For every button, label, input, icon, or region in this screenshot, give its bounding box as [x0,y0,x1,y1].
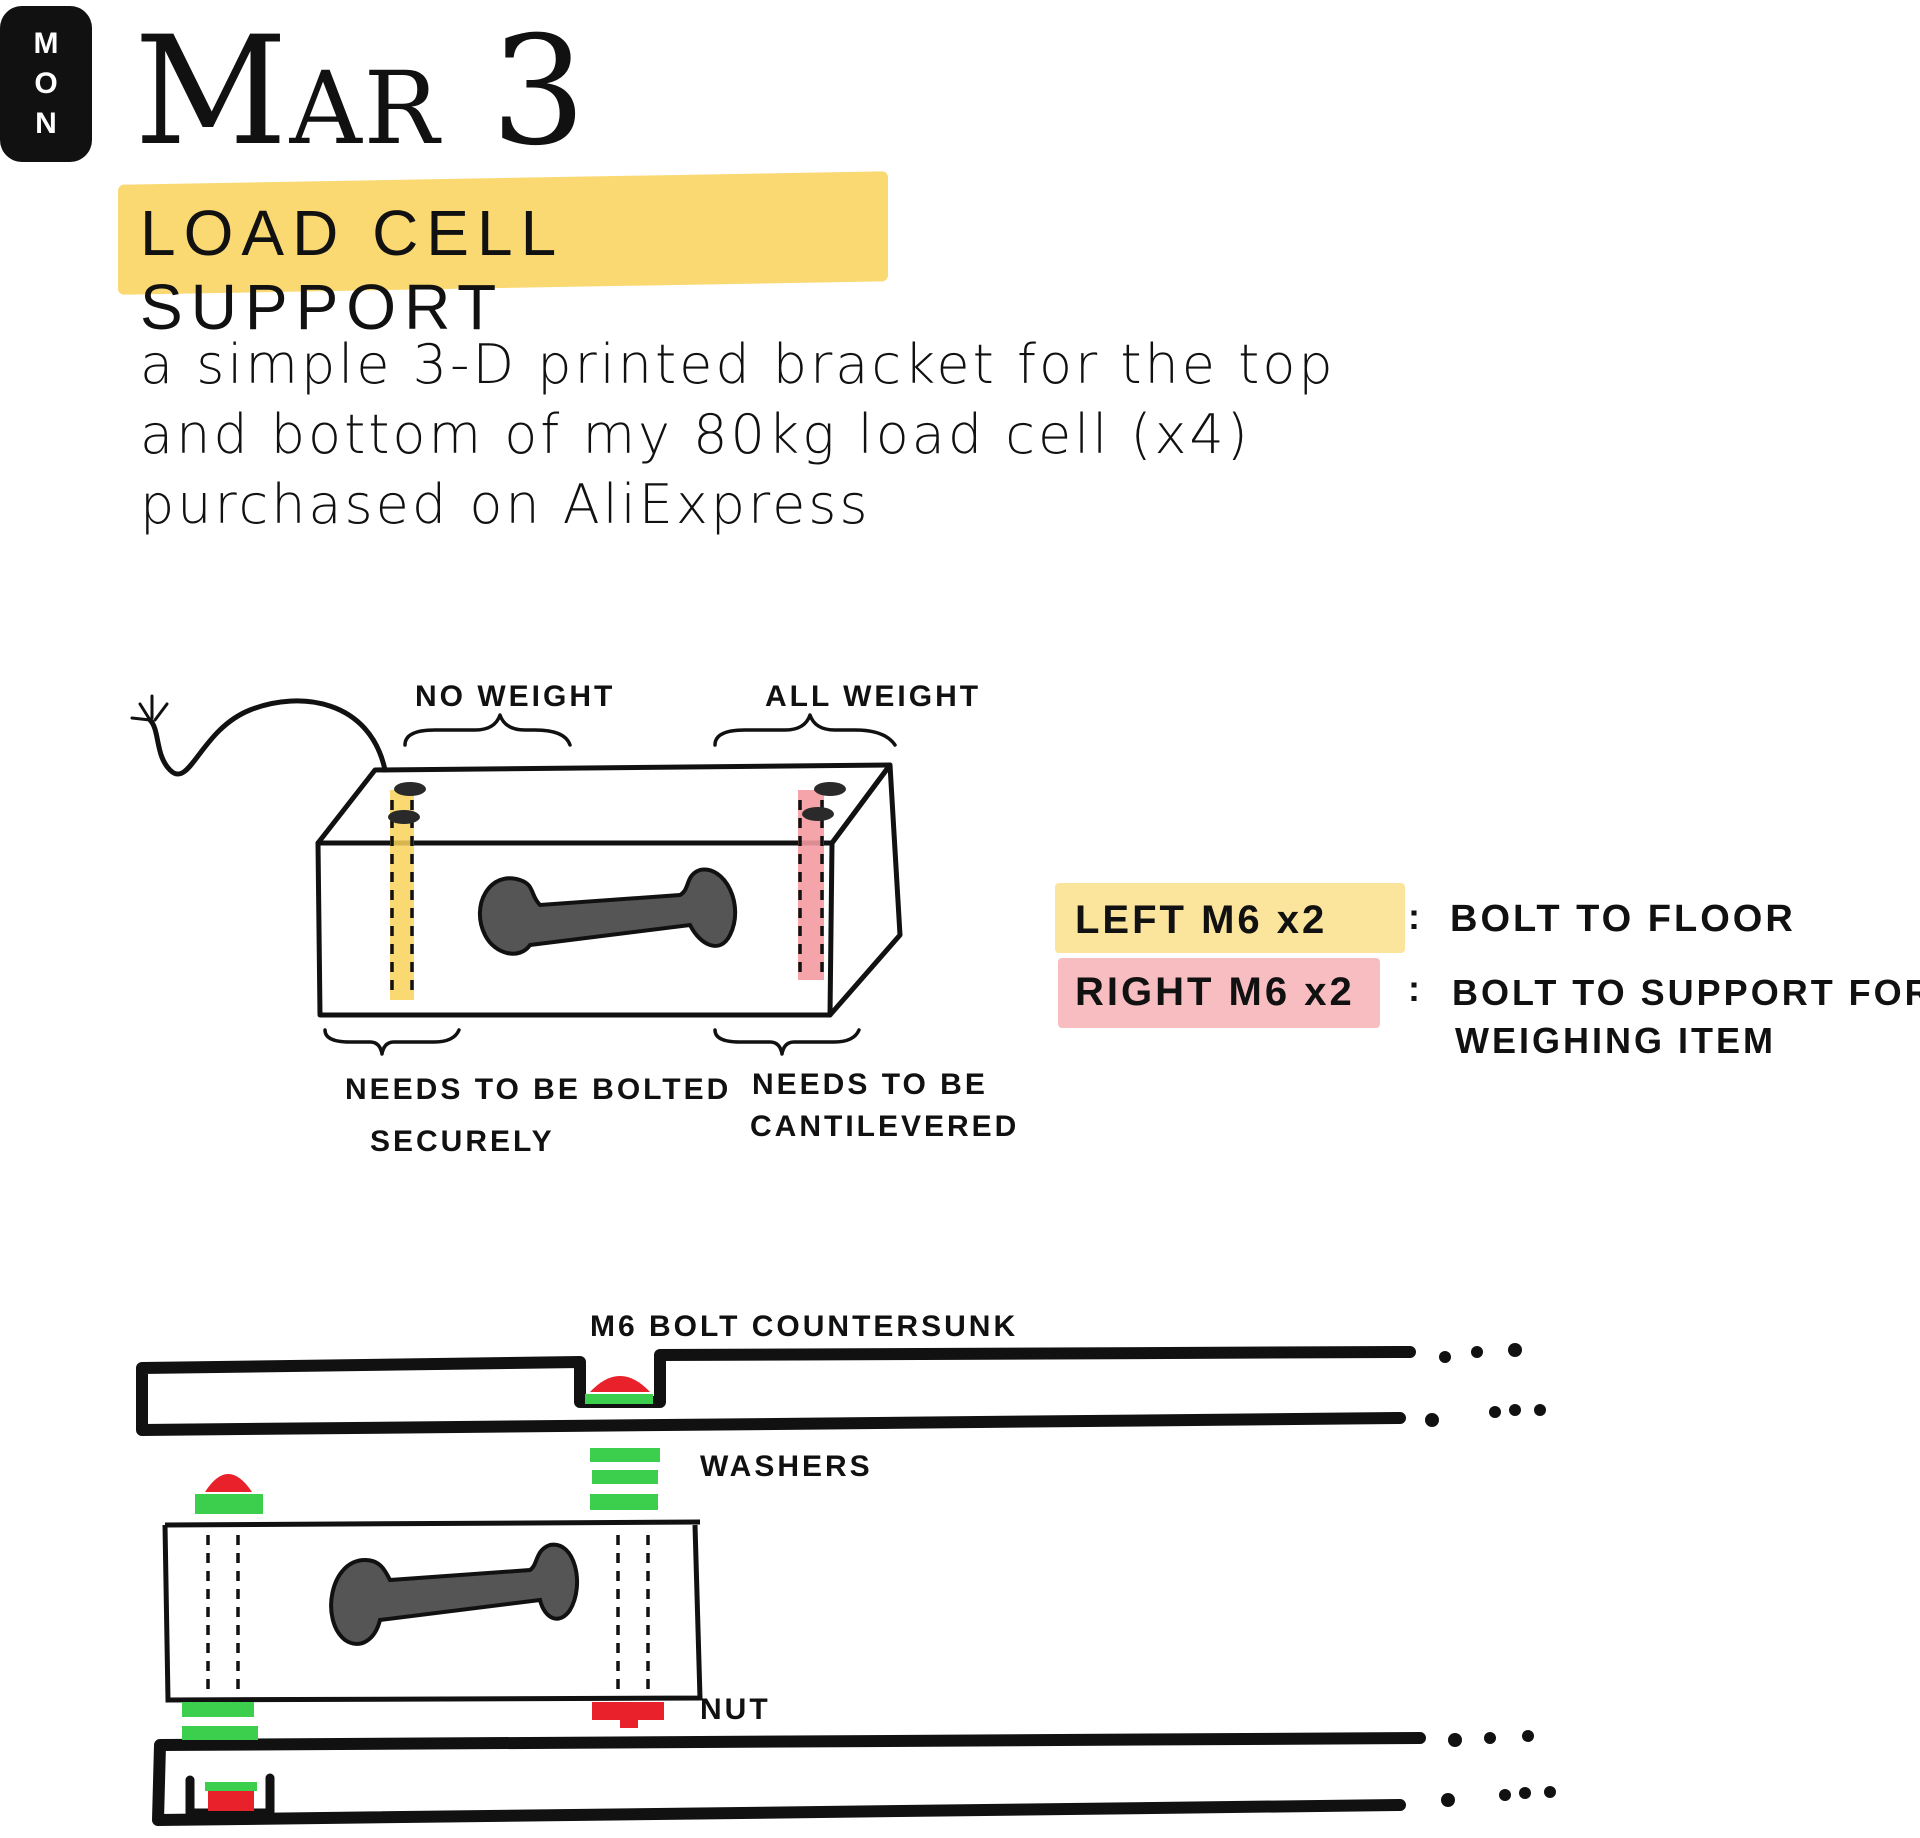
top-plate [136,1346,1416,1436]
ellipsis-dot [1522,1730,1534,1742]
ellipsis-dot [1509,1404,1521,1416]
ellipsis-dot [1499,1789,1511,1801]
label-bolted-line2: SECURELY [370,1125,555,1158]
ellipsis-dot [1425,1413,1439,1427]
bolt-head [802,807,834,821]
bolt-head [814,782,846,796]
label-all-weight: ALL WEIGHT [765,680,982,713]
date-title: MAR 3 [134,12,588,189]
day-letter: M [33,27,59,60]
day-letter: N [35,107,57,140]
legend-left-label: LEFT M6 x2 [1075,898,1328,942]
washer [590,1448,660,1462]
legend-right-label: RIGHT M6 x2 [1075,970,1355,1014]
label-nut: NUT [700,1693,771,1726]
legend-right-description-line2: WEIGHING ITEM [1455,1020,1776,1061]
bolt-head [388,810,420,824]
month-rest: AR [289,50,442,167]
washer [182,1726,258,1740]
nut [592,1702,664,1720]
nut-tab [620,1720,638,1728]
bottom-bolt-washer [205,1782,257,1791]
topic-heading: LOAD CELL SUPPORT [118,171,888,343]
label-cantilever-line1: NEEDS TO BE [752,1068,988,1101]
countersunk-bolt-head [590,1376,650,1392]
month-initial: M [134,5,290,179]
day-number: 3 [490,5,589,179]
ellipsis-dot [1544,1786,1556,1798]
legend-right-description-line1: BOLT TO SUPPORT FOR [1452,972,1920,1013]
ellipsis-dot [1489,1406,1501,1418]
right-bolt-column [798,790,824,980]
legend-left-separator: : [1408,896,1423,937]
washer [182,1702,254,1717]
ellipsis-dot [1441,1793,1455,1807]
box-right-face [827,762,903,1018]
label-bolted-line1: NEEDS TO BE BOLTED [345,1073,732,1106]
ellipsis-dot [1448,1733,1462,1747]
bottom-plate-pocket [185,1773,275,1818]
bottom-bolt-head [208,1791,254,1811]
washer [195,1494,263,1514]
ellipsis-dot [1484,1732,1496,1744]
label-no-weight: NO WEIGHT [415,680,616,713]
label-cantilever-line2: CANTILEVERED [750,1110,1020,1143]
bracket-all-weight [713,713,897,747]
label-washers: WASHERS [700,1450,873,1483]
legend-left-description: BOLT TO FLOOR [1450,898,1796,940]
description-line: and bottom of my 80kg load cell (x4) [140,403,1251,466]
legend-right-highlight [1058,958,1380,1028]
ellipsis-dot [1508,1343,1522,1357]
topic-title: LOAD CELL SUPPORT [140,197,562,343]
cable [147,698,388,777]
ellipsis-dot [1471,1346,1483,1358]
dog-bone-cutout [478,867,738,956]
ellipsis-dot [1519,1787,1531,1799]
dog-bone-cutout [329,1542,579,1646]
ellipsis-dot [1439,1351,1451,1363]
label-countersunk: M6 BOLT COUNTERSUNK [590,1310,1019,1343]
countersunk-washer [585,1394,653,1404]
left-bolt-head [205,1474,252,1492]
bottom-load-cell-box [162,1519,703,1703]
description: a simple 3-D printed bracket for the top… [140,330,1400,540]
bottom-plate [152,1732,1426,1826]
washer [592,1470,658,1484]
bracket-cantilever [713,1028,861,1056]
bracket-no-weight [403,713,572,747]
ellipsis-dot [1534,1404,1546,1416]
bracket-bolted [323,1028,461,1056]
cable-strands [130,694,169,722]
bolt-head [394,782,426,796]
day-badge: M O N [0,6,92,162]
legend-right-separator: : [1408,968,1423,1009]
description-line: purchased on AliExpress [140,473,871,536]
washer [590,1494,658,1510]
box-front-face [315,840,835,1018]
legend-left-highlight [1055,883,1405,953]
description-line: a simple 3-D printed bracket for the top [140,333,1336,396]
day-letter: O [34,67,58,100]
left-bolt-column [390,790,414,1000]
